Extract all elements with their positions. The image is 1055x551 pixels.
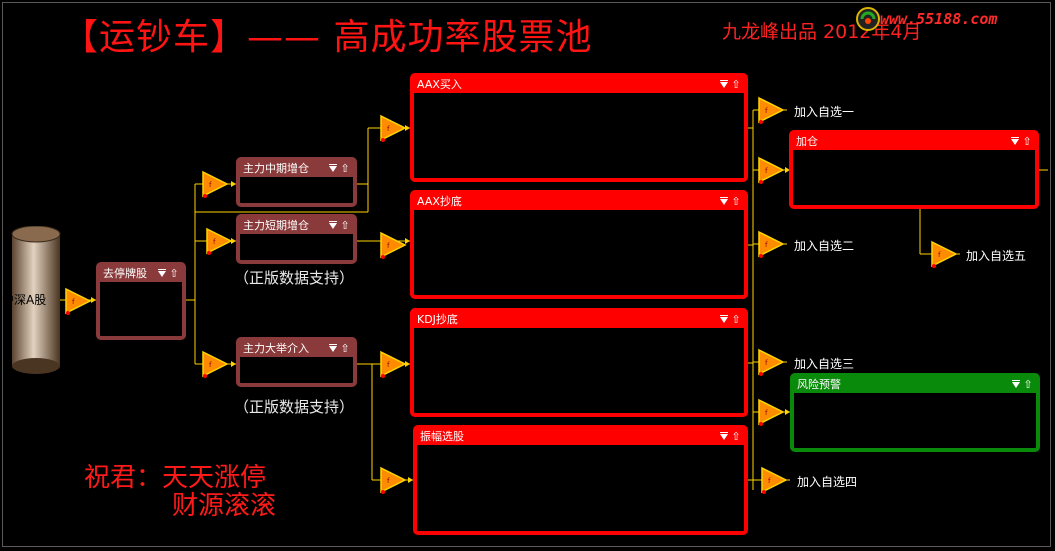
dropdown-icon[interactable] (329, 344, 337, 352)
dropdown-icon[interactable] (720, 80, 728, 88)
collapse-icon[interactable]: ⇧ (1023, 378, 1033, 391)
panel-title: AAX买入 (417, 78, 462, 91)
add-to-watchlist-1[interactable]: 加入自选一 (794, 105, 855, 119)
source-label: 沪深A股 (2, 293, 47, 307)
logo-text: www.55188.com (880, 10, 998, 28)
panel-aax-bottom[interactable]: AAX抄底 ⇧ (410, 190, 748, 299)
panel-title: KDJ抄底 (417, 313, 458, 326)
add-to-watchlist-2[interactable]: 加入自选二 (794, 239, 855, 253)
add-to-watchlist-4[interactable]: 加入自选四 (797, 475, 858, 489)
collapse-icon[interactable]: ⇧ (340, 342, 350, 355)
collapse-icon[interactable]: ⇧ (731, 313, 741, 326)
collapse-icon[interactable]: ⇧ (1022, 135, 1032, 148)
panel-major-entry[interactable]: 主力大举介入 ⇧ (236, 337, 357, 387)
panel-title: 主力大举介入 (243, 342, 309, 355)
collapse-icon[interactable]: ⇧ (340, 162, 350, 175)
panel-title: 去停牌股 (103, 267, 147, 280)
panel-title: 主力中期增仓 (243, 162, 309, 175)
dropdown-icon[interactable] (1012, 380, 1020, 388)
panel-add-position[interactable]: 加仓 ⇧ (789, 130, 1039, 209)
panel-title: 加仓 (796, 135, 818, 148)
panel-kdj-bottom[interactable]: KDJ抄底 ⇧ (410, 308, 748, 417)
panel-title: 振幅选股 (420, 430, 464, 443)
collapse-icon[interactable]: ⇧ (731, 195, 741, 208)
collapse-icon[interactable]: ⇧ (731, 78, 741, 91)
panel-title: 风险预警 (797, 378, 841, 391)
dropdown-icon[interactable] (720, 197, 728, 205)
data-support-note: （正版数据支持） (234, 269, 355, 287)
collapse-icon[interactable]: ⇧ (340, 219, 350, 232)
panel-short-term-accumulation[interactable]: 主力短期增仓 ⇧ (236, 214, 357, 264)
source-cylinder-icon[interactable] (11, 226, 61, 376)
blessing-line-1: 祝君：天天涨停 (84, 463, 267, 493)
dropdown-icon[interactable] (1011, 137, 1019, 145)
dropdown-icon[interactable] (720, 315, 728, 323)
collapse-icon[interactable]: ⇧ (731, 430, 741, 443)
page-title: 【运钞车】—— 高成功率股票池 (62, 17, 593, 58)
add-to-watchlist-3[interactable]: 加入自选三 (794, 357, 855, 371)
dropdown-icon[interactable] (329, 221, 337, 229)
dropdown-icon[interactable] (720, 432, 728, 440)
panel-amplitude-selection[interactable]: 振幅选股 ⇧ (413, 425, 748, 535)
collapse-icon[interactable]: ⇧ (169, 267, 179, 280)
data-support-note: （正版数据支持） (234, 398, 355, 416)
add-to-watchlist-5[interactable]: 加入自选五 (966, 249, 1027, 263)
panel-aax-buy[interactable]: AAX买入 ⇧ (410, 73, 748, 182)
panel-risk-warning[interactable]: 风险预警 ⇧ (790, 373, 1040, 452)
blessing-line-2: 财源滚滚 (172, 491, 277, 521)
dropdown-icon[interactable] (158, 269, 166, 277)
dropdown-icon[interactable] (329, 164, 337, 172)
panel-remove-suspended[interactable]: 去停牌股 ⇧ (96, 262, 186, 340)
panel-mid-term-accumulation[interactable]: 主力中期增仓 ⇧ (236, 157, 357, 207)
panel-title: AAX抄底 (417, 195, 462, 208)
panel-title: 主力短期增仓 (243, 219, 309, 232)
logo-icon (856, 7, 880, 31)
